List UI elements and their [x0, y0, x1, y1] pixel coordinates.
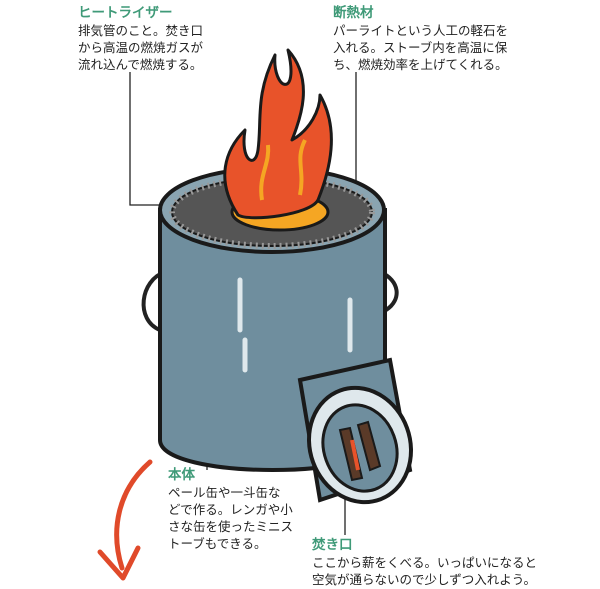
heat-riser-title: ヒートライザー — [78, 5, 173, 21]
label-heat-riser: ヒートライザー 排気管のこと。焚き口 から高温の燃焼ガスが 流れ込んで燃焼する。 — [78, 4, 203, 73]
label-fuel-inlet: 焚き口 ここから薪をくべる。いっぱいになると 空気が通らないので少しずつ入れよう… — [312, 536, 537, 588]
insulation-desc-line: 入れる。ストーブ内を高温に保 — [333, 40, 508, 55]
label-insulation: 断熱材 パーライトという人工の軽石を 入れる。ストーブ内を高温に保 ち、燃焼効率… — [333, 4, 508, 73]
fuel-inlet-title: 焚き口 — [312, 537, 353, 553]
body-desc-line: どで作る。レンガや小 — [168, 502, 293, 517]
fuel-inlet-pipe — [297, 357, 414, 505]
fuel-inlet-desc-line: ここから薪をくべる。いっぱいになると — [312, 555, 538, 570]
heat-riser-desc-line: から高温の燃焼ガスが — [78, 40, 204, 55]
heat-riser-desc-line: 流れ込んで燃焼する。 — [78, 57, 203, 72]
body-desc-line: さな缶を使ったミニス — [168, 519, 294, 534]
insulation-title: 断熱材 — [333, 5, 374, 21]
insulation-desc-line: パーライトという人工の軽石を — [333, 23, 509, 38]
flames — [223, 48, 333, 220]
rotation-arrow — [97, 459, 153, 581]
heat-riser-desc-line: 排気管のこと。焚き口 — [78, 23, 204, 38]
body-desc-line: トーブもできる。 — [168, 536, 267, 551]
body-desc-line: ペール缶や一斗缶な — [168, 485, 281, 500]
insulation-desc-line: ち、燃焼効率を上げてくれる。 — [333, 57, 508, 72]
body-title: 本体 — [168, 467, 195, 483]
label-body: 本体 ペール缶や一斗缶な どで作る。レンガや小 さな缶を使ったミニス トーブもで… — [168, 466, 293, 552]
fuel-inlet-desc-line: 空気が通らないので少しずつ入れよう。 — [312, 572, 537, 587]
